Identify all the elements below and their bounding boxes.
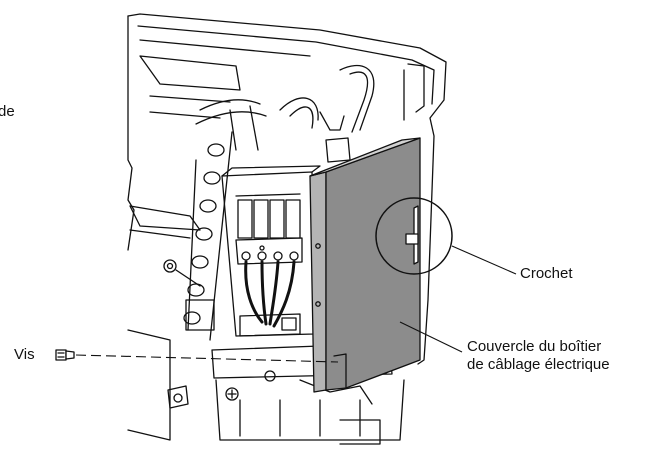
label-screw: Vis [14, 346, 35, 363]
chassis-frame [127, 13, 447, 441]
label-hook: Crochet [520, 265, 573, 282]
cover-leader [399, 321, 463, 353]
wiring-box-cover [309, 137, 421, 393]
label-partial-left: de [0, 103, 15, 120]
wire-bundle [244, 260, 296, 328]
hook-detail-icon [375, 197, 453, 275]
internal-pipes [163, 64, 375, 341]
screw-icon [55, 349, 75, 361]
screw-path-dashed [75, 354, 339, 363]
leader-lines [75, 245, 517, 363]
terminal-block [221, 165, 321, 401]
hook-leader [451, 245, 517, 275]
label-cover-line2: de câblage électrique [467, 356, 610, 373]
label-cover-line1: Couvercle du boîtier [467, 338, 602, 355]
